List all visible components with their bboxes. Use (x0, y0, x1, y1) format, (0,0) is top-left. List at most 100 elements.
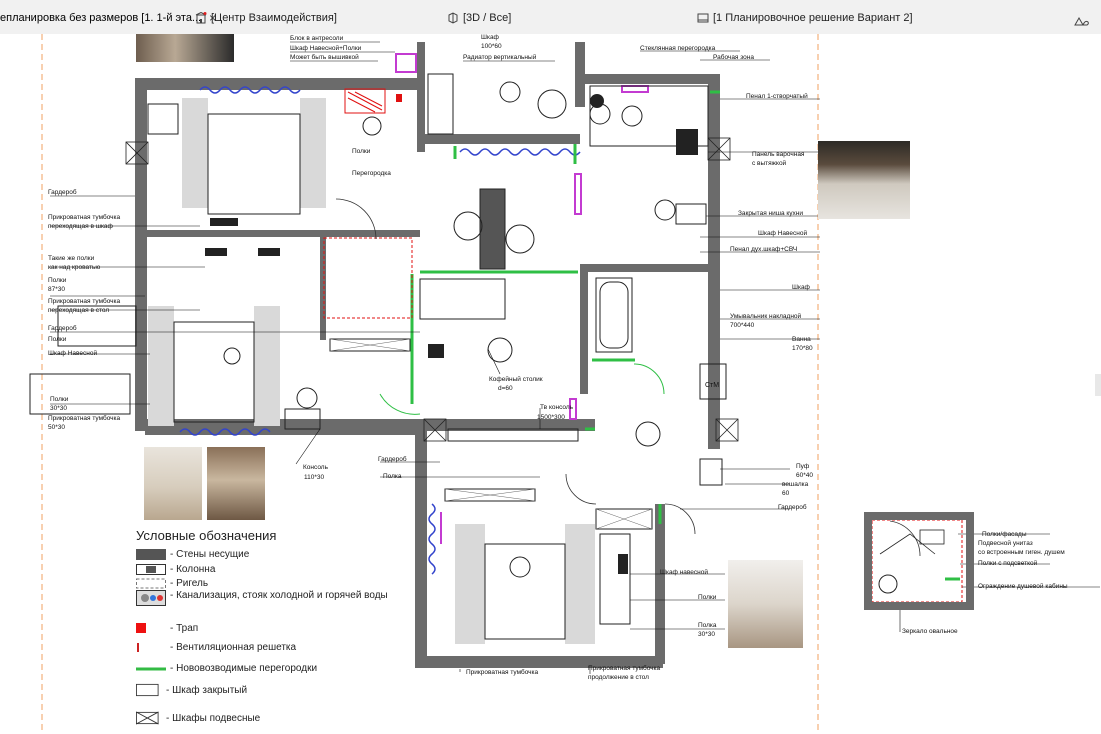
tab-label: [Центр Взаимодействия] (211, 12, 337, 24)
label-hanging-cabinet-bottom: Шкаф навесной (660, 569, 708, 576)
new-partitions (410, 90, 960, 581)
layout-sheet-icon (697, 13, 709, 23)
label-bedside-3-size: 50*30 (48, 424, 65, 431)
label-bedside-1: Прикроватная тумбочка (48, 214, 121, 221)
legend-item: - Шкаф закрытый (136, 682, 247, 698)
shower-detail (864, 512, 974, 610)
tab-bar: епланировка без размеров [1. 1-й эта... … (0, 0, 1101, 35)
label-work-zone: Рабочая зона (713, 54, 754, 61)
legend-label: - Шкаф закрытый (166, 684, 248, 696)
drain-swatch (136, 623, 146, 633)
scroll-edge-tab[interactable] (1095, 374, 1101, 396)
label-closed-kitchen-niche: Закрытая ниша кухни (738, 210, 804, 217)
legend-item: - Шкафы подвесные (136, 710, 260, 726)
legend-item: - Нововозводимые перегородки (136, 660, 317, 676)
label-shelves-3: Полки (50, 396, 69, 403)
close-icon[interactable]: × (209, 11, 217, 25)
label-partition: Перегородка (352, 170, 391, 177)
label-lit-shelves: Полки с подсветкой (978, 560, 1038, 567)
reference-photo-bedroom-2 (207, 447, 265, 520)
legend-item: - Канализация, стояк холодной и горячей … (136, 590, 410, 616)
label-as-above-bed: как над кроватью (48, 264, 101, 271)
label-console: Консоль (303, 464, 328, 471)
label-turning-into-wardrobe: переходящая в шкаф (48, 223, 113, 230)
label-turning-into-desk: переходящая в стол (48, 307, 110, 314)
label-hanging-cabinet-right: Шкаф Навесной (758, 230, 808, 237)
door-swings (379, 363, 665, 415)
label-wall-hung-toilet: Подвесной унитаз (978, 540, 1033, 547)
label-shelves-87: Полки (48, 277, 67, 284)
legend-label: - Колонна (170, 563, 216, 575)
label-oven-microwave: Пенал дух.шкаф+СВЧ (730, 246, 798, 253)
reference-photo-bedroom-1 (144, 447, 202, 520)
red-accents (344, 88, 402, 114)
legend-label: - Трап (170, 622, 199, 634)
tab-3d-all[interactable]: [3D / Все] (447, 8, 511, 28)
label-shelf-bottom-size: 30*30 (698, 631, 715, 638)
label-continuation-desk: продолжение в стол (588, 674, 649, 681)
legend-item: - Колонна (136, 561, 215, 577)
label-with-hood: с вытяжкой (752, 160, 787, 167)
label-washbasin: Умывальник накладной (730, 313, 802, 320)
tab-label: [1 Планировочное решение Вариант 2] (713, 12, 913, 24)
label-same-shelves: Такие же полки (48, 255, 95, 262)
label-hanging-cabinet-shelves: Шкаф Навесной+Полки (290, 45, 362, 52)
dark-fixtures (205, 94, 698, 574)
label-shelves-2: Полки (48, 336, 67, 343)
hanging-cabinet-swatch (136, 711, 159, 725)
label-shelves-87-size: 87*30 (48, 286, 65, 293)
label-washing-machine: СтМ (705, 382, 720, 389)
label-pouf-size: 60*40 (796, 472, 813, 479)
legend-label: - Вентиляционная решетка (170, 641, 297, 653)
label-tv-console-size: 1500*300 (537, 414, 565, 421)
drawing-canvas[interactable]: Блок в антресоли Шкаф Навесной+Полки Мож… (0, 34, 1101, 734)
label-hanger-size: 60 (782, 490, 790, 497)
reference-photo-top (136, 34, 234, 62)
column-swatch (136, 563, 166, 575)
label-wardrobe-right: Шкаф (792, 284, 810, 291)
legend-item: - Трап (136, 620, 198, 636)
label-console-size: 110*30 (304, 474, 325, 481)
label-wardrobe-3: Гардероб (378, 456, 407, 463)
cabinet-hatch (329, 338, 653, 530)
tab-layout-variant-2[interactable]: [1 Планировочное решение Вариант 2] (697, 8, 913, 28)
legend-label: - Шкафы подвесные (166, 712, 261, 724)
door-arcs (335, 198, 921, 557)
label-wardrobe-left: Гардероб (48, 189, 77, 196)
label-cooktop: Панель варочная (752, 151, 805, 158)
label-bedside-2: Прикроватная тумбочка (48, 298, 121, 305)
hatched-areas (148, 98, 595, 644)
label-shower-enclosure: Ограждение душевой кабины (978, 583, 1068, 590)
label-tv-console: Тв консоль (540, 404, 574, 411)
legend-item: - Вентиляционная решетка (136, 639, 296, 655)
legend-label: - Канализация, стояк холодной и горячей … (170, 590, 388, 601)
label-bedside-3: Прикроватная тумбочка (48, 415, 121, 422)
legend-item: - Ригель (136, 575, 208, 591)
tab-plan-without-dimensions[interactable]: епланировка без размеров [1. 1-й эта... … (0, 8, 216, 28)
legend-label: - Стены несущие (170, 548, 250, 560)
label-coffee-table: Кофейный столик (489, 376, 543, 383)
label-wardrobe-2: Гардероб (48, 325, 77, 332)
label-glass-partition: Стеклянная перегородка (640, 45, 716, 52)
floor-plan (29, 34, 1100, 734)
reference-photo-kitchen (818, 141, 910, 219)
label-shelf: Полка (383, 473, 402, 480)
reference-photo-study (728, 560, 803, 648)
label-shelves-bottom: Полки (698, 594, 717, 601)
beam-swatch (136, 578, 166, 588)
label-radiator: Радиатор вертикальный (463, 54, 537, 61)
new-partition-swatch (136, 667, 166, 670)
windows (179, 86, 581, 575)
label-wardrobe-4: Гардероб (778, 504, 807, 511)
closed-cabinet-swatch (136, 683, 159, 697)
label-antresol: Блок в антресоли (290, 35, 344, 42)
legend-label: - Нововозводимые перегородки (170, 662, 318, 674)
label-bedside-bottom-left: Прикроватная тумбочка (466, 669, 539, 676)
label-shelf-bottom: Полка (698, 622, 717, 629)
tab-options-icon[interactable] (1073, 14, 1093, 28)
tab-label: епланировка без размеров [1. 1-й эта... (0, 12, 202, 24)
label-washbasin-size: 700*440 (730, 322, 755, 329)
label-hanger: вешалка (782, 481, 809, 488)
building-icon (195, 12, 207, 24)
tab-interaction-center[interactable]: [Центр Взаимодействия] (195, 8, 337, 28)
